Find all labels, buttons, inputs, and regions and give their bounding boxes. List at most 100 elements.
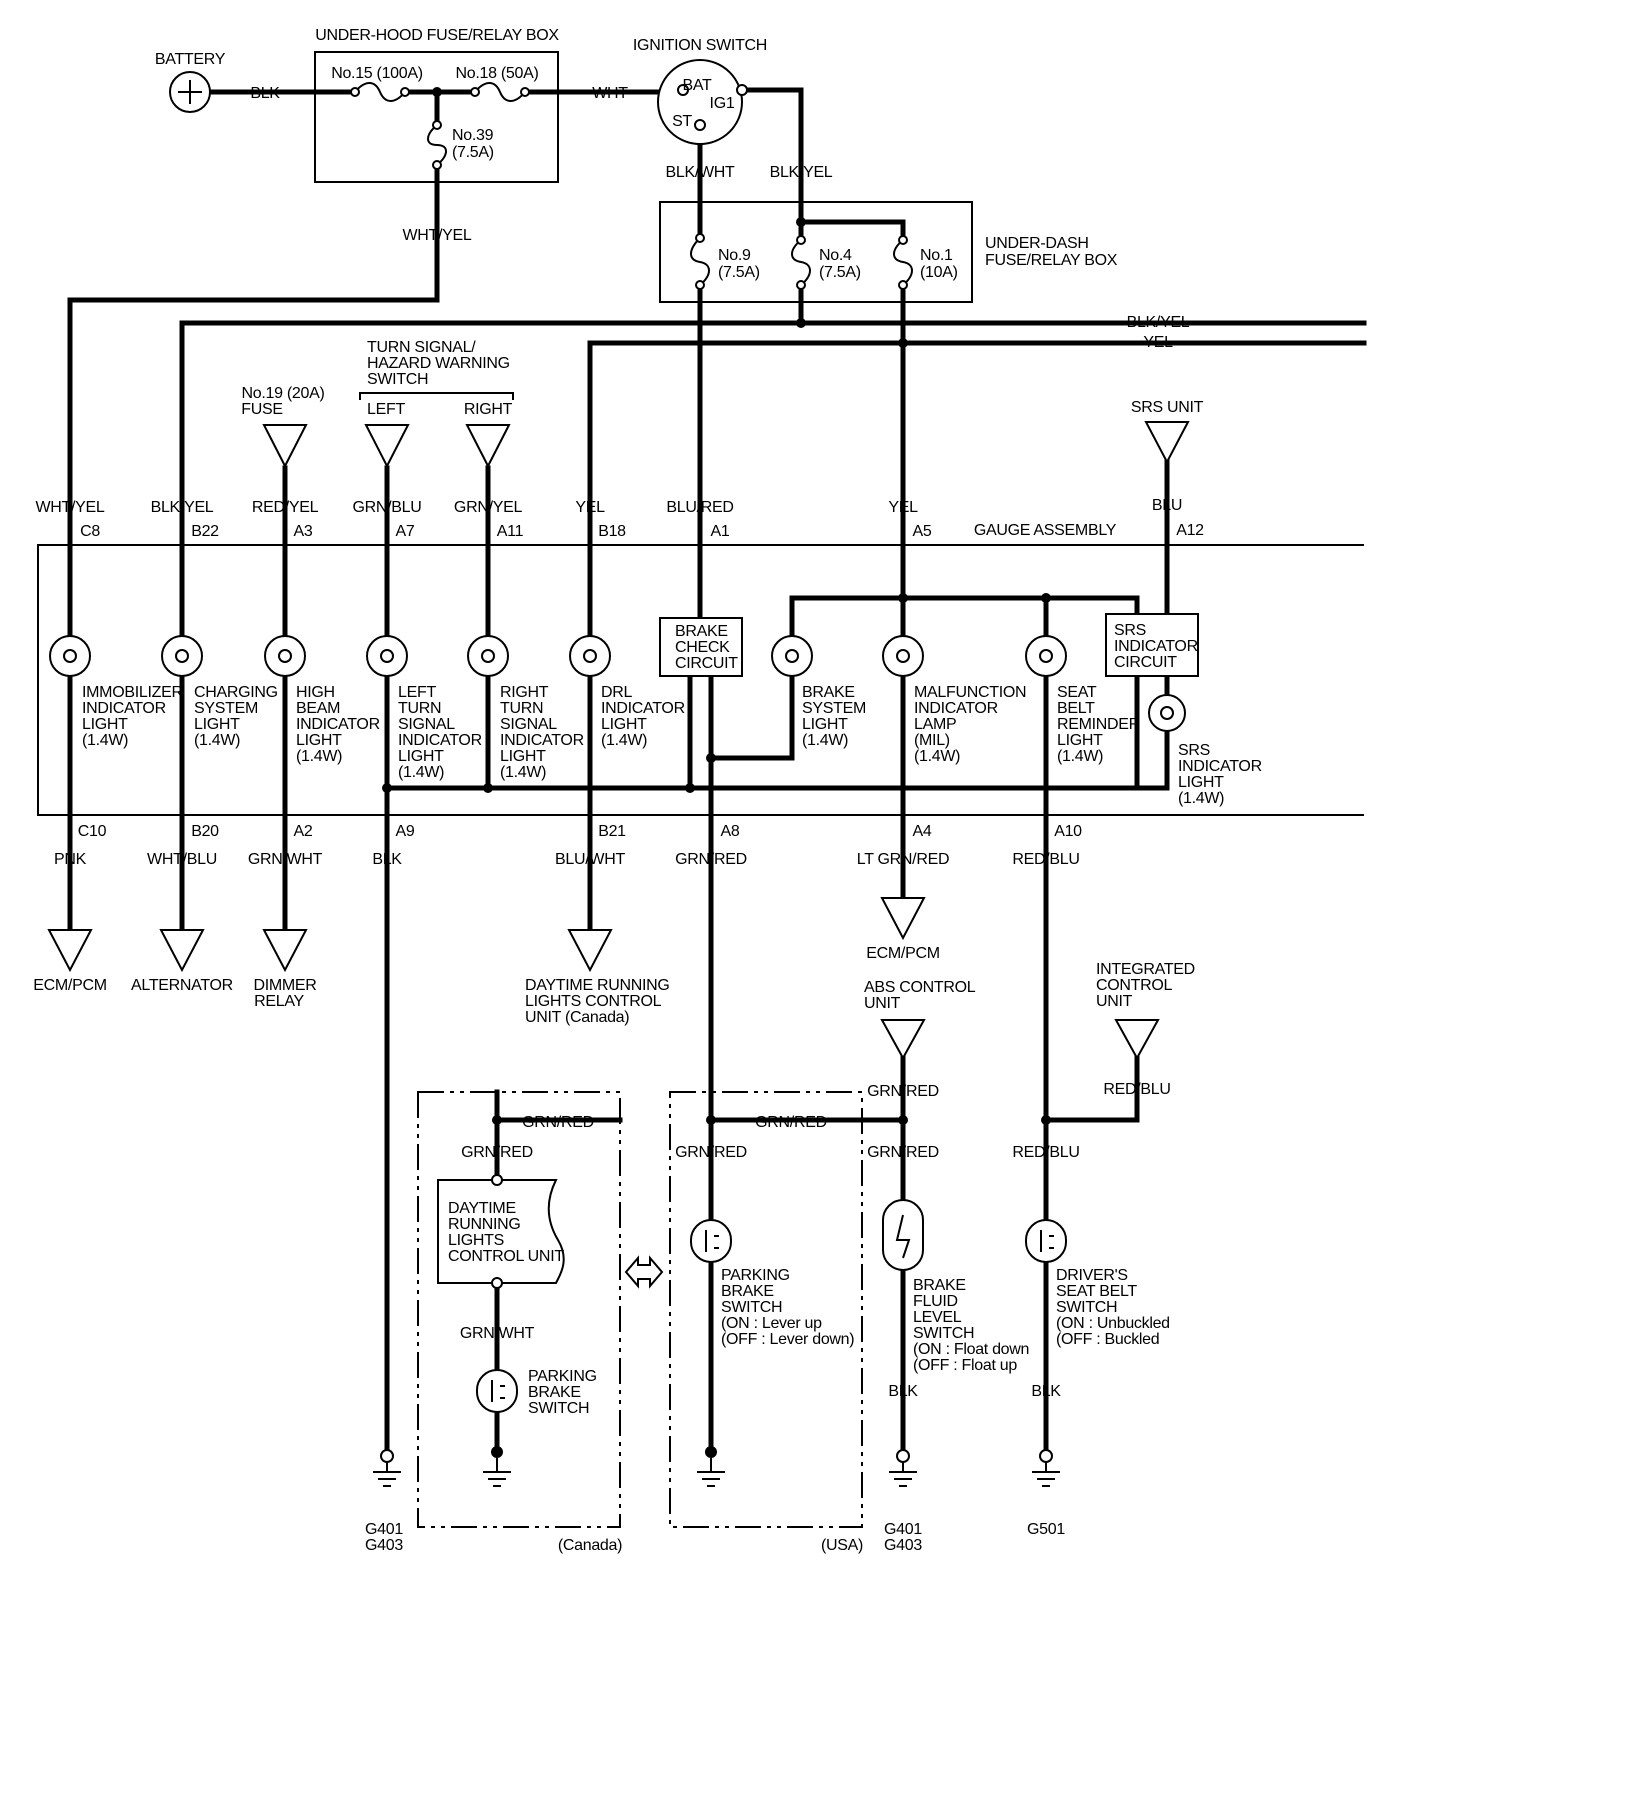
label-ignition: IGNITION SWITCH (633, 37, 767, 54)
label-w-b20: WHT/BLU (147, 851, 217, 868)
label-a9: A9 (396, 823, 415, 840)
label-fuse15: No.15 (100A) (331, 65, 423, 82)
drl-unit-triangle-icon (567, 929, 613, 973)
label-w-a1: BLU/RED (666, 499, 733, 516)
label-dsb1: DRIVER'S (1056, 1267, 1128, 1284)
label-w-a9: BLK (372, 851, 402, 868)
label-mil1: MALFUNCTION (914, 684, 1026, 701)
drl-control-unit-box (437, 1179, 565, 1284)
srs-indicator-circuit-box (1105, 613, 1199, 677)
label-lt3: SIGNAL (398, 716, 455, 733)
label-g501: G501 (1027, 1521, 1065, 1538)
label-w-bfl-blk: BLK (888, 1383, 918, 1400)
label-icu3: UNIT (1096, 993, 1133, 1010)
label-w-a7: GRN/BLU (352, 499, 421, 516)
ground-usa-icon (697, 1458, 725, 1487)
label-ecm-pcm-l: ECM/PCM (33, 977, 106, 994)
label-w-blk-battery: BLK (250, 85, 280, 102)
label-immob4: (1.4W) (82, 732, 128, 749)
label-drlbox4: CONTROL UNIT (448, 1248, 564, 1265)
label-sbr2: BELT (1057, 700, 1095, 717)
srs-unit-triangle-icon (1144, 421, 1190, 465)
label-bus-blkyel: BLK/YEL (1127, 314, 1190, 331)
label-drl1: DRL (601, 684, 633, 701)
label-dsb-redblu: RED/BLU (1012, 1144, 1079, 1161)
label-w-a5: YEL (888, 499, 918, 516)
label-icu1: INTEGRATED (1096, 961, 1195, 978)
label-w-a3: RED/YEL (252, 499, 319, 516)
bulb-icons (49, 635, 1186, 732)
label-w-a12: BLU (1152, 497, 1182, 514)
label-fuse18: No.18 (50A) (456, 65, 539, 82)
canada-parking-brake-switch-icon (476, 1369, 518, 1413)
bulb-filaments (63, 649, 1174, 720)
label-drlbox1: DAYTIME (448, 1200, 516, 1217)
brake-system-bulb-icon (771, 635, 813, 677)
label-usa-pbs4: (ON : Lever up (721, 1315, 822, 1332)
label-sbr5: (1.4W) (1057, 748, 1103, 765)
label-srsc2: INDICATOR (1114, 638, 1198, 655)
label-a12: A12 (1176, 522, 1204, 539)
label-w-a8: GRN/RED (675, 851, 747, 868)
label-can-pbs1: PARKING (528, 1368, 597, 1385)
label-a3: A3 (294, 523, 313, 540)
label-fuse19-2: FUSE (241, 401, 282, 418)
label-usa-grnred-v: GRN/RED (675, 1144, 747, 1161)
connector-triangles (47, 421, 1190, 1061)
label-b18: B18 (598, 523, 626, 540)
label-fuse39-amp: (7.5A) (452, 144, 494, 161)
label-drlcu3: UNIT (Canada) (525, 1009, 629, 1026)
label-dsb3: SWITCH (1056, 1299, 1117, 1316)
label-fuse19: No.19 (20A) (242, 385, 325, 402)
alternator-triangle-icon (159, 929, 205, 973)
terminal-circles (350, 84, 908, 290)
label-mil5: (1.4W) (914, 748, 960, 765)
label-drl4: (1.4W) (601, 732, 647, 749)
label-can-pbs3: SWITCH (528, 1400, 589, 1417)
label-w-a2: GRN/WHT (248, 851, 323, 868)
label-w-a11: GRN/YEL (454, 499, 523, 516)
label-b21: B21 (598, 823, 626, 840)
ground-canada-icon (483, 1458, 511, 1487)
underdash-fuse-box (659, 201, 973, 303)
ignition-switch-icon (657, 59, 743, 145)
switch-icons (476, 1199, 1067, 1413)
label-chg1: CHARGING (194, 684, 278, 701)
ground-g401-g403-right-icon (889, 1449, 917, 1487)
fuse-15-icon (354, 82, 406, 102)
left-turn-bulb-icon (366, 635, 408, 677)
dimmer-relay-triangle-icon (262, 929, 308, 973)
label-bcc3: CIRCUIT (675, 655, 738, 672)
label-w-wht: WHT (592, 85, 628, 102)
right-turn-bulb-icon (467, 635, 509, 677)
fuse-1-icon (893, 239, 913, 286)
label-abs1: ABS CONTROL (864, 979, 976, 996)
label-hb1: HIGH (296, 684, 335, 701)
fuse-4-icon (791, 239, 811, 286)
label-turn-left: LEFT (367, 401, 405, 418)
mil-bulb-icon (882, 635, 924, 677)
label-usa-pbs2: BRAKE (721, 1283, 774, 1300)
label-mil2: INDICATOR (914, 700, 998, 717)
label-icu2: CONTROL (1096, 977, 1173, 994)
label-b22: B22 (191, 523, 219, 540)
label-w-a4: LT GRN/RED (857, 851, 949, 868)
label-drl2: INDICATOR (601, 700, 685, 717)
label-w-b22: BLK/YEL (151, 499, 214, 516)
label-dsb4: (ON : Unbuckled (1056, 1315, 1170, 1332)
label-immob2: INDICATOR (82, 700, 166, 717)
label-a1: A1 (711, 523, 730, 540)
label-bfl1: BRAKE (913, 1277, 966, 1294)
turn-switch-brace (359, 392, 514, 400)
label-bsl2: SYSTEM (802, 700, 866, 717)
label-w-c10: PNK (54, 851, 87, 868)
label-fuse9-amp: (7.5A) (718, 264, 760, 281)
label-g403-r: G403 (884, 1537, 922, 1554)
label-a7: A7 (396, 523, 415, 540)
drl-unit-terminal-top (491, 1174, 503, 1186)
alternate-arrow-icon (624, 1255, 664, 1289)
label-drlbox2: RUNNING (448, 1216, 521, 1233)
label-chg4: (1.4W) (194, 732, 240, 749)
